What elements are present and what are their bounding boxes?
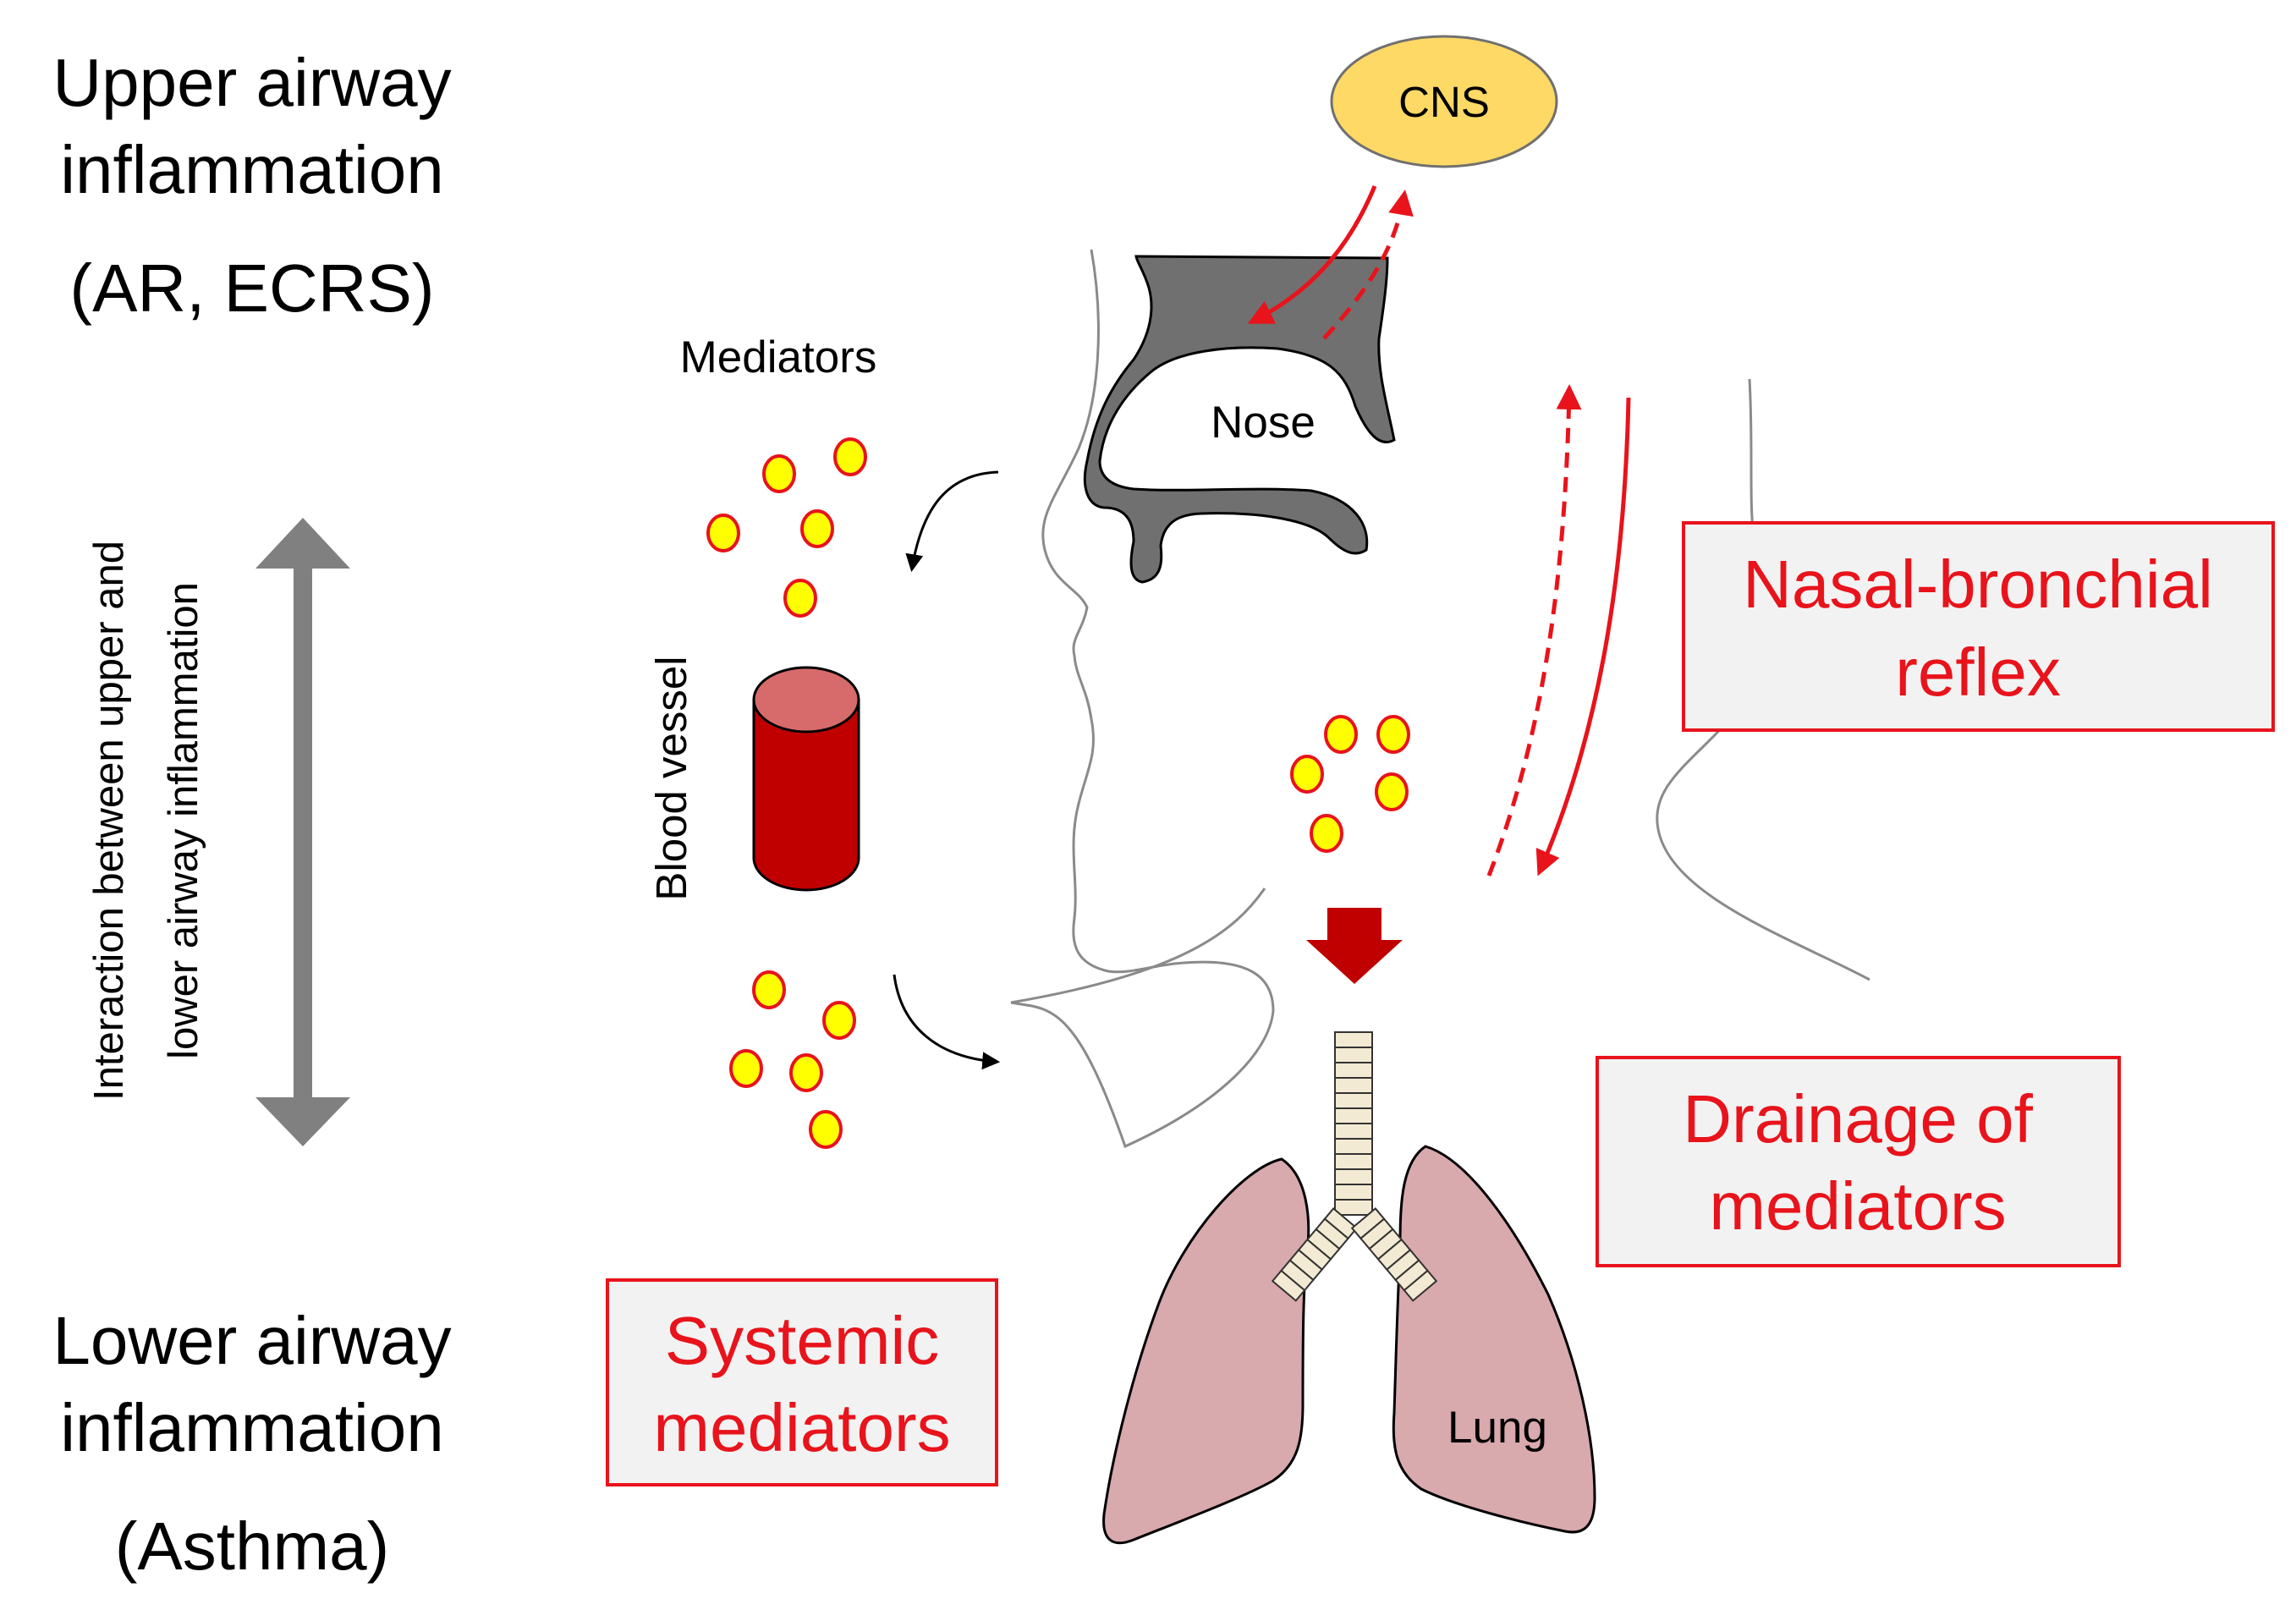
mediator-dot	[783, 579, 817, 618]
face-profile	[1010, 249, 1870, 1149]
lungs	[1102, 1145, 1596, 1545]
mediator-cluster-center	[1290, 715, 1410, 853]
mediator-dot	[1310, 814, 1343, 853]
reflex-up-arrow	[1486, 384, 1582, 876]
mediator-dot	[1375, 772, 1409, 811]
mediators-label: Mediators	[680, 332, 877, 382]
upper-airway-line2: inflammation	[60, 132, 444, 207]
curved-arrow-top	[905, 470, 999, 573]
drainage-line2: mediators	[1709, 1168, 2006, 1244]
lower-airway-line1: Lower airway	[52, 1303, 451, 1378]
mediator-dot	[809, 1110, 843, 1149]
interaction-label-line2: lower airway inflammation	[161, 582, 206, 1059]
mediator-dot	[833, 437, 867, 476]
upper-airway-heading: Upper airway inflammation (AR, ECRS)	[52, 45, 451, 326]
blood-vessel-label: Blood vessel	[647, 656, 695, 900]
lung-label: Lung	[1447, 1403, 1547, 1453]
reflex-down-arrow	[1535, 397, 1631, 876]
upper-airway-line1: Upper airway	[52, 45, 451, 120]
nose-label: Nose	[1211, 398, 1316, 448]
systemic-line2: mediators	[653, 1390, 950, 1465]
mediator-dot	[762, 454, 796, 493]
lower-airway-heading: Lower airway inflammation (Asthma)	[52, 1303, 451, 1584]
blood-vessel	[752, 666, 860, 892]
upper-airway-line3: (AR, ECRS)	[69, 250, 434, 326]
mediator-dot	[1324, 715, 1358, 754]
nose-cavity	[1083, 255, 1396, 584]
mediator-flow-arrows	[893, 470, 1001, 1070]
nasal-bronchial-line1: Nasal-bronchial	[1743, 547, 2213, 622]
nose-to-cns-arrow	[1322, 190, 1414, 340]
interaction-double-arrow	[255, 518, 350, 1146]
mediator-dot	[729, 1049, 763, 1088]
nasal-bronchial-box: Nasal-bronchial reflex	[1682, 521, 2275, 732]
cns-node: CNS	[1330, 35, 1558, 168]
mediator-dot	[822, 1001, 856, 1040]
mediator-dot	[1290, 755, 1324, 794]
nasal-bronchial-line2: reflex	[1895, 635, 2061, 710]
curved-arrow-bottom	[893, 974, 1001, 1070]
mediator-dot	[752, 970, 786, 1009]
drainage-down-arrow	[1306, 908, 1403, 984]
mediator-cluster-bottom	[729, 970, 856, 1149]
lower-airway-line2: inflammation	[60, 1390, 444, 1465]
interaction-label: Interaction between upper and lower airw…	[86, 541, 206, 1101]
mediator-cluster-top	[706, 437, 867, 618]
interaction-label-line1: Interaction between upper and	[86, 541, 132, 1101]
left-lung	[1102, 1157, 1310, 1545]
cns-to-nose-arrow	[1247, 185, 1377, 324]
systemic-line1: Systemic	[665, 1303, 940, 1378]
lower-airway-line3: (Asthma)	[115, 1508, 390, 1584]
right-lung	[1392, 1145, 1596, 1534]
cns-nose-arrows	[1247, 185, 1414, 340]
reflex-arrows	[1486, 384, 1631, 876]
drainage-box: Drainage of mediators	[1596, 1056, 2121, 1267]
systemic-box: Systemic mediators	[606, 1278, 998, 1486]
cns-label: CNS	[1398, 78, 1490, 126]
drainage-line1: Drainage of	[1683, 1081, 2033, 1157]
mediator-dot	[706, 514, 740, 552]
mediator-dot	[789, 1053, 823, 1092]
trachea	[1271, 1031, 1438, 1302]
mediator-dot	[1376, 715, 1410, 754]
mediator-dot	[800, 509, 834, 548]
